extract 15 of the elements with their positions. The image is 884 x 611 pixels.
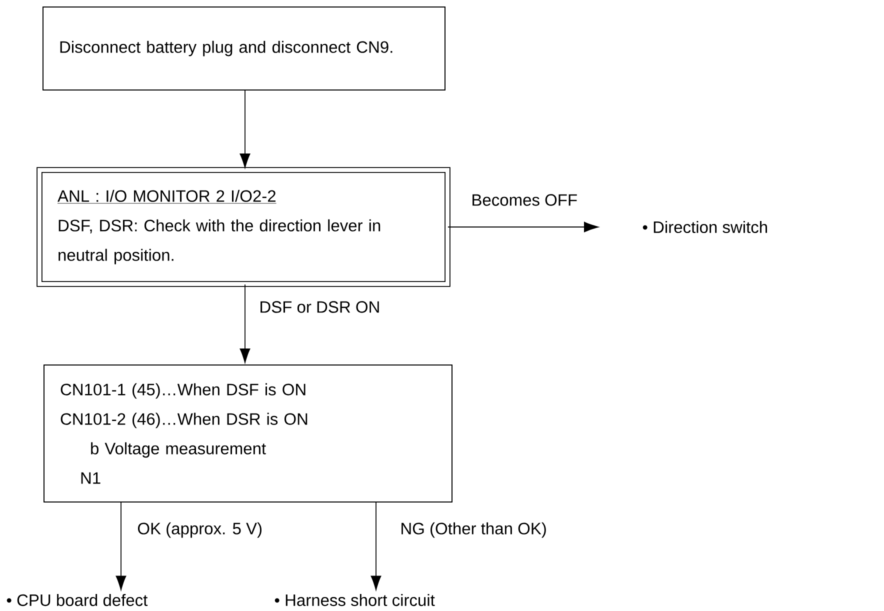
arrow [240, 90, 250, 168]
arrow [448, 222, 598, 232]
edge-label: DSF or DSR ON [258, 300, 382, 314]
arrow [116, 502, 126, 590]
arrow [370, 502, 382, 590]
measurement-box: CN101-1 (45)…When DSF is ON CN101-2 (46)…When DSR is ON b Voltage measurement N1 [44, 364, 452, 502]
edge-label: NG (Other than OK) [399, 521, 548, 539]
edge-label: Becomes OFF [470, 193, 579, 207]
arrow [240, 284, 250, 363]
result-text: • Harness short circuit [274, 594, 435, 606]
result-text: • CPU board defect [6, 594, 148, 606]
edge-label: OK (approx. 5 V) [136, 521, 264, 539]
check-box: ANL : I/O MONITOR 2 I/O2-2 DSF, DSR: Check with the direction lever in neutral position. [36, 167, 450, 287]
process-box: Disconnect battery plug and disconnect CN9. [42, 6, 446, 90]
result-text: • Direction switch [642, 220, 767, 234]
